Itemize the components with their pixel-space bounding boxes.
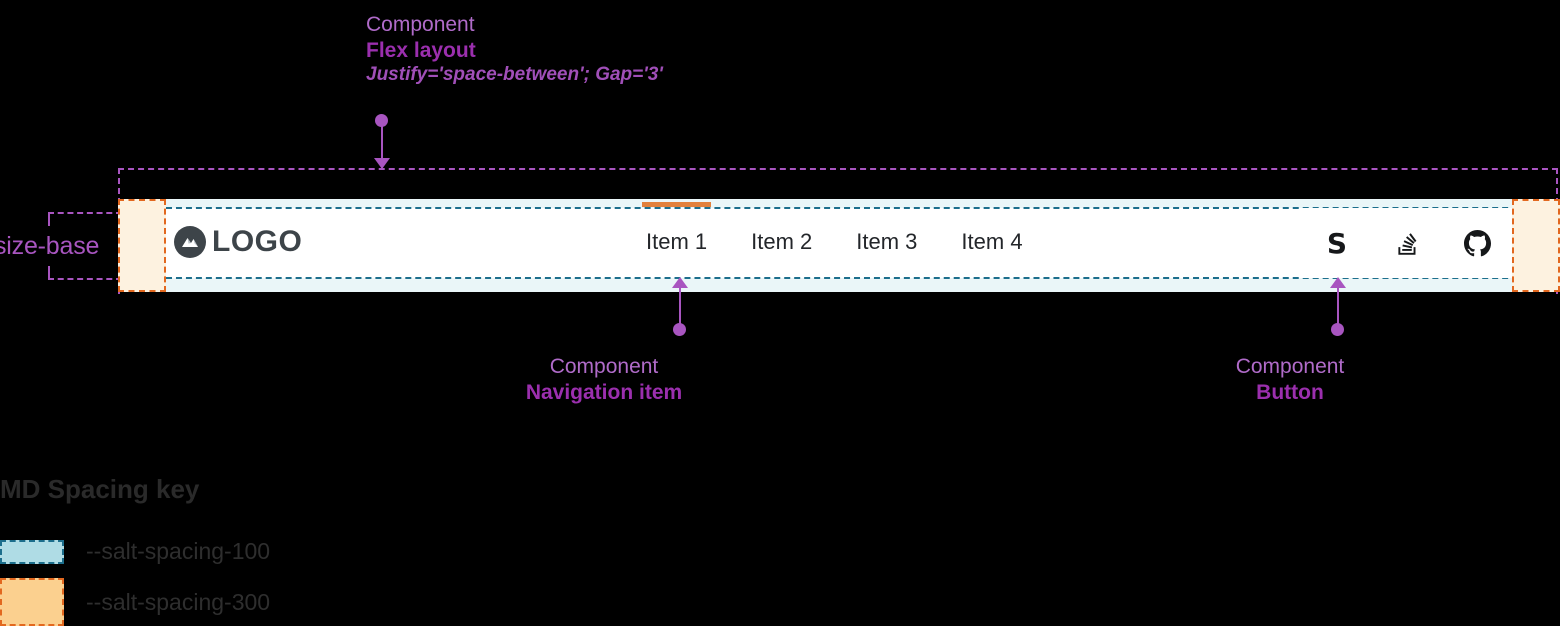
stack-overflow-button[interactable] [1372,208,1442,278]
spacing-300-right [1512,199,1560,292]
callout-kind: Component [366,13,475,36]
nav-item-4[interactable]: Item 4 [957,227,1026,257]
spacing-token-label: --salt-spacing-100 [86,538,271,564]
mountain-logo-icon [174,226,206,258]
salt-button[interactable]: S [1302,208,1372,278]
spacing-swatch-100 [0,539,64,564]
callout-name: Navigation item [525,380,683,404]
github-button[interactable] [1442,208,1512,278]
logo-text: LOGO [212,225,303,258]
callout-leader-button [1337,288,1339,326]
callout-props: Justify='space-between'; Gap='3' [366,64,663,86]
callout-arrow-button [1330,277,1346,288]
size-base-label: size-base [0,232,100,260]
navbar: LOGO Item 1 Item 2 Item 3 Item 4 S [118,199,1560,292]
callout-name: Flex layout [366,38,476,62]
dimension-cap-top [48,212,50,226]
callout-button: Component Button [1224,354,1356,405]
callout-dot-button [1331,323,1344,336]
component-outline-box [166,207,1558,279]
callout-arrow-nav-item [672,277,688,288]
dimension-line-bottom [48,278,122,280]
nav-item-label: Item 3 [856,229,918,254]
callout-kind: Component [1235,355,1345,378]
nav-item-1[interactable]: Item 1 [642,202,712,257]
callout-kind: Component [549,355,659,378]
callout-leader-nav-item [679,288,681,326]
spacing-swatch-300 [0,578,64,626]
spacing-300-left [118,199,166,292]
github-icon [1463,229,1491,256]
callout-leader-flex [381,120,383,168]
stack-overflow-icon [1397,232,1416,255]
navbar-actions: S [1302,208,1512,278]
spacing-key-row-100: --salt-spacing-100 [0,538,270,565]
callout-dot-nav-item [673,323,686,336]
navigation-items: Item 1 Item 2 Item 3 Item 4 [642,202,1027,257]
nav-item-2[interactable]: Item 2 [747,227,816,257]
callout-arrow-flex [374,158,390,169]
nav-item-label: Item 2 [751,229,813,254]
spacing-token-label: --salt-spacing-300 [86,588,271,615]
dimension-line-top [48,212,122,214]
dimension-cap-bottom [48,266,50,280]
salt-s-icon: S [1326,226,1348,260]
nav-item-label: Item 1 [646,229,708,254]
spacing-key-title: MD Spacing key [0,474,200,504]
logo[interactable]: LOGO [174,225,302,259]
nav-item-label: Item 4 [961,229,1023,254]
callout-navigation-item: Component Navigation item [512,354,696,405]
callout-flex-layout: Component Flex layout Justify='space-bet… [366,12,663,86]
nav-item-3[interactable]: Item 3 [852,227,921,257]
spacing-key-row-300: --salt-spacing-300 [0,578,270,626]
callout-name: Button [1256,380,1324,404]
active-indicator [642,202,712,207]
